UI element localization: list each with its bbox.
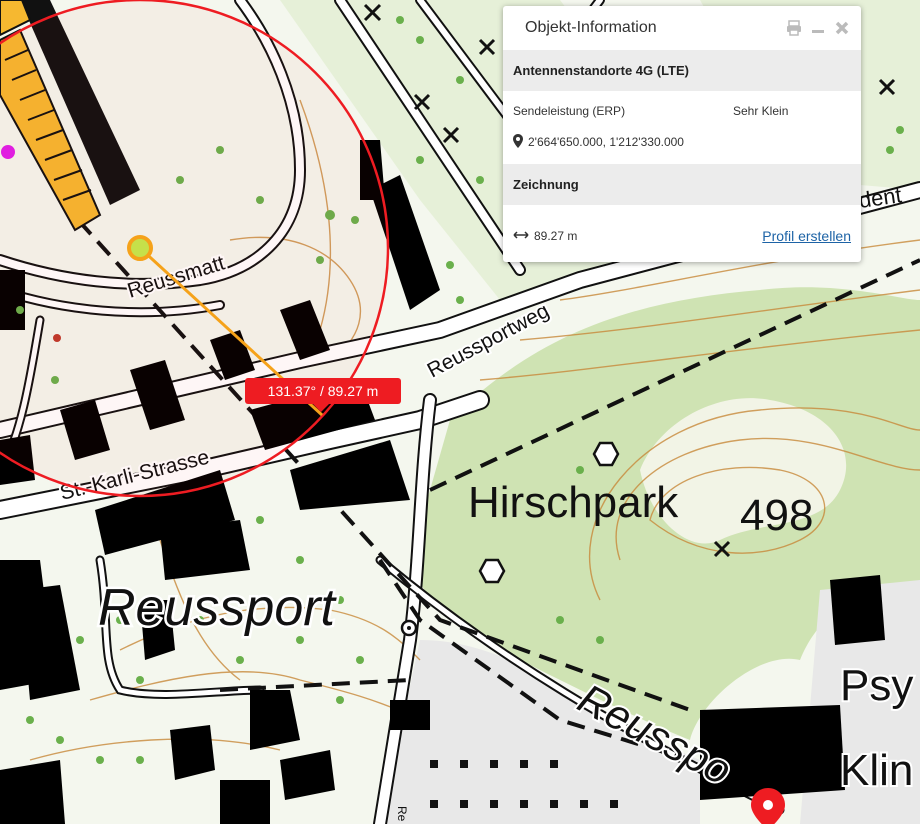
measurement-text: 131.37° / 89.27 m [267, 383, 379, 399]
label-dent: dent [857, 182, 903, 213]
layer-point-magenta[interactable] [1, 145, 15, 159]
close-icon[interactable] [833, 19, 851, 37]
coordinates-row: 2'664'650.000, 1'212'330.000 [503, 131, 861, 153]
attribute-value: Sehr Klein [733, 104, 789, 118]
label-small-re: Re [395, 806, 409, 822]
layer-section-header: Antennenstandorte 4G (LTE) [503, 50, 861, 91]
label-elevation: 498 [740, 491, 813, 540]
popup-header: Objekt-Information [503, 6, 861, 50]
drawing-row: 89.27 m Profil erstellen [503, 205, 861, 267]
attribute-row: Sendeleistung (ERP) Sehr Klein [503, 91, 861, 131]
small-red-marker [53, 334, 61, 342]
measure-circle [0, 0, 390, 498]
popup-title: Objekt-Information [525, 19, 657, 36]
distance-value: 89.27 m [534, 229, 578, 243]
layer-name: Antennenstandorte 4G (LTE) [513, 63, 689, 78]
label-reussport: Reussport [98, 579, 338, 637]
location-pin-icon[interactable] [751, 788, 785, 824]
drawing-section-title: Zeichnung [513, 177, 579, 192]
distance-arrows-icon [513, 229, 529, 243]
map-marker-icon [513, 133, 523, 151]
attribute-label: Sendeleistung (ERP) [513, 104, 626, 118]
popup-tools [785, 19, 851, 37]
label-psy: Psy [840, 661, 913, 710]
coordinates-text: 2'664'650.000, 1'212'330.000 [528, 135, 684, 149]
measurement-tooltip: 131.37° / 89.27 m [245, 378, 401, 412]
create-profile-link[interactable]: Profil erstellen [762, 228, 851, 244]
print-icon[interactable] [785, 19, 803, 37]
object-info-popup: Objekt-Information Antennenstandorte 4G … [503, 6, 861, 262]
label-klin: Klin [840, 746, 913, 795]
minimize-icon[interactable] [809, 19, 827, 37]
measure-start-point[interactable] [127, 235, 153, 261]
drawing-section-header: Zeichnung [503, 164, 861, 205]
row-houses [0, 0, 140, 232]
label-hirschpark: Hirschpark [468, 478, 679, 527]
